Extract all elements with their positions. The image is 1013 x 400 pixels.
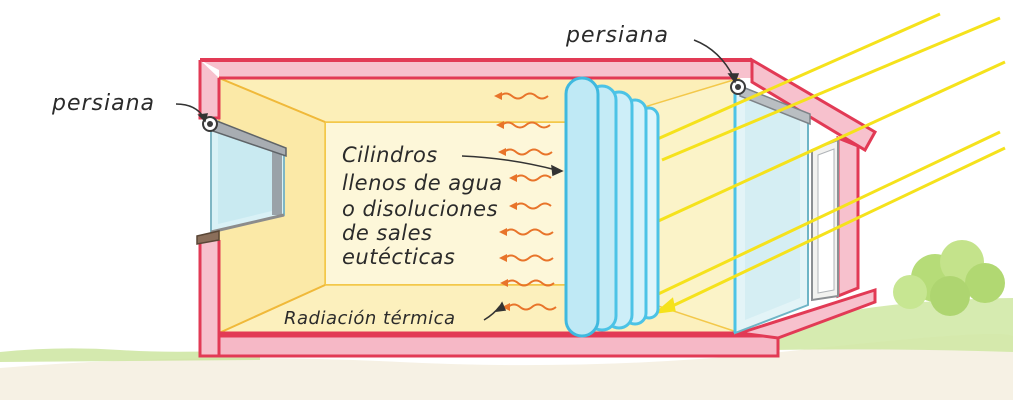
bush [893,240,1005,316]
floor-slab [198,334,780,358]
shutter-right-icon [730,79,746,95]
pointer-lines [175,39,740,321]
cylinders-label-line-2: llenos de agua [342,171,503,195]
shutter-left-label: persiana [51,91,155,116]
cylinders-label-line-3: o disoluciones [342,197,498,221]
water-cylinders [564,76,660,338]
heat-arrowheads [494,92,517,311]
sunroom-glazing [733,82,839,335]
left-window [210,122,285,234]
cylinders-label: Cilindros llenos de agua o disoluciones … [342,143,503,269]
ground [0,240,1013,400]
left-sill [196,230,220,245]
sun-rays [601,12,1006,315]
thermal-radiation-label: Radiación térmica [284,308,456,329]
heat-waves [499,92,557,311]
shutter-right-label: persiana [565,23,669,48]
shutter-left-icon [202,114,287,158]
cylinders-label-line-5: eutécticas [342,245,455,269]
cylinders-label-line-4: de sales [342,221,432,245]
cylinders-label-line-1: Cilindros [342,143,438,167]
